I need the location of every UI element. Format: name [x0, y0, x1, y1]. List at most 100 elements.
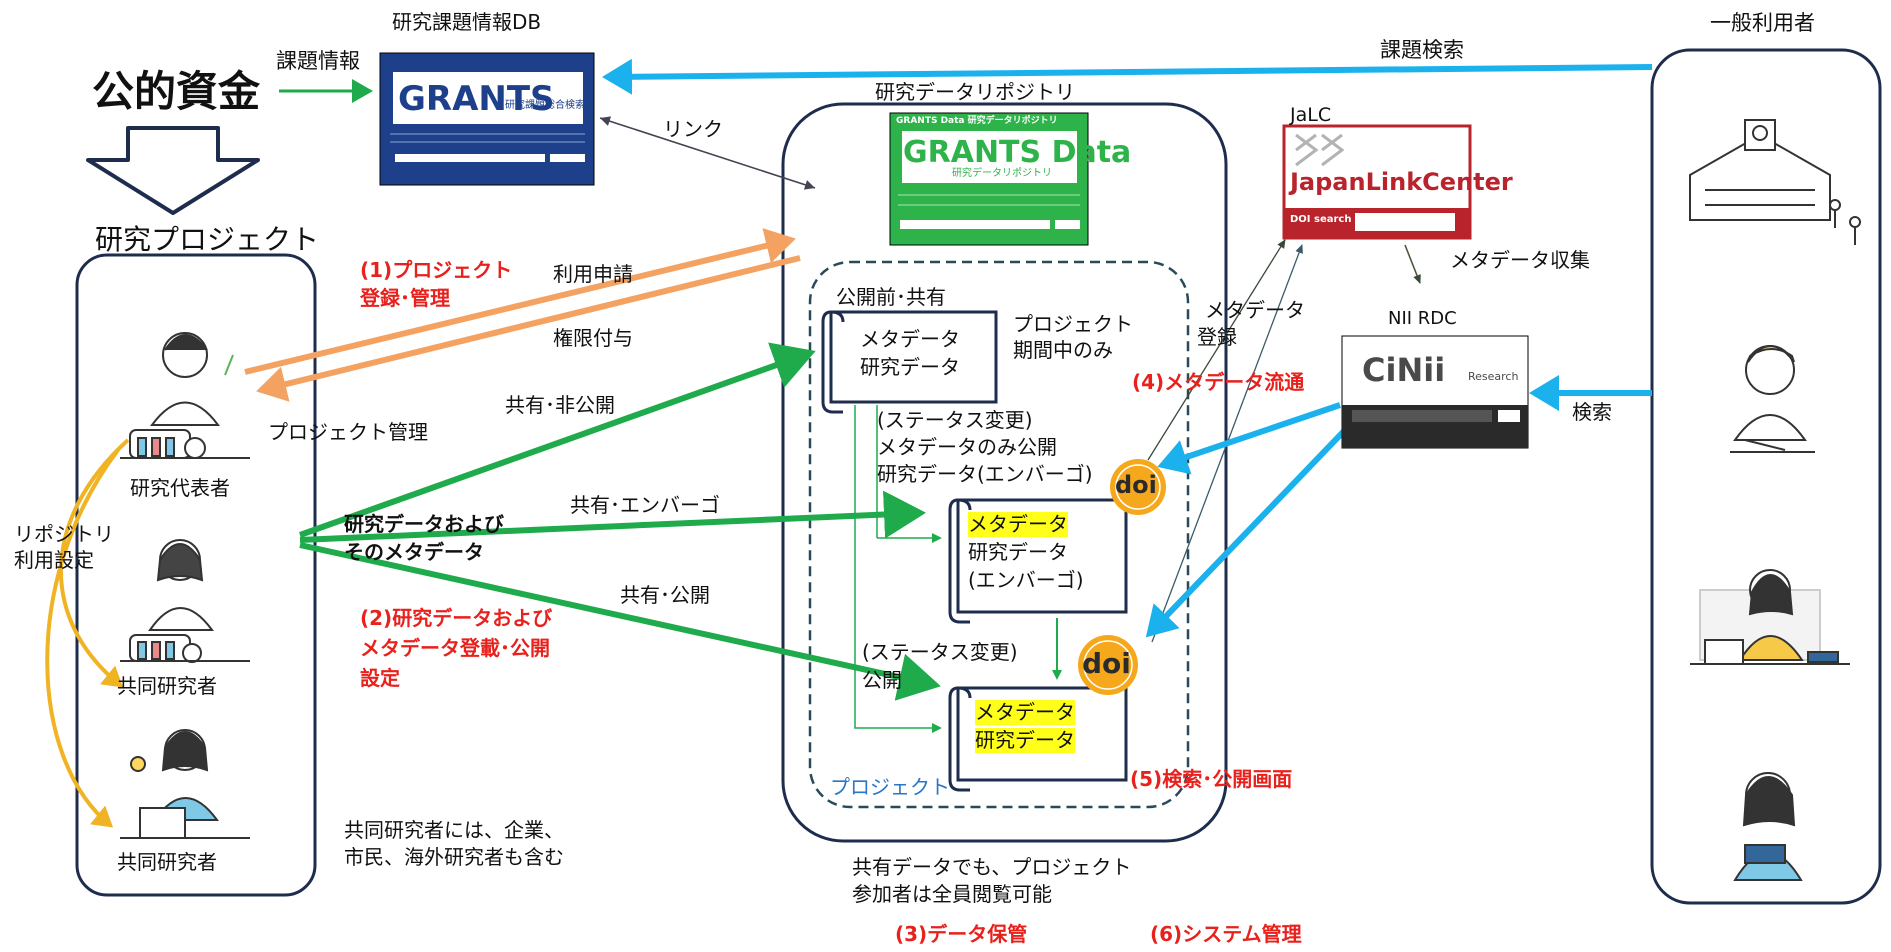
share-private-arrow [298, 342, 816, 538]
repository-frame [781, 102, 1228, 843]
repo-setting-label-2: 利用設定 [14, 548, 94, 572]
cinii-to-doi2-arrow [1145, 427, 1348, 638]
step6-label: (6)システム管理 [1150, 922, 1302, 946]
card2-research-data: 研究データ [968, 540, 1068, 564]
pi-label: 研究代表者 [130, 476, 230, 500]
data-meta-label-1: 研究データおよび [344, 512, 504, 536]
assignment-search-label: 課題検索 [1380, 38, 1464, 62]
project-dashed-frame [808, 260, 1190, 809]
card-prepublic [821, 310, 998, 414]
project-frame [75, 253, 317, 897]
step4-label: (4)メタデータ流通 [1132, 370, 1305, 394]
card3-research-data: 研究データ [975, 728, 1075, 753]
period-label-2: 期間中のみ [1013, 338, 1113, 362]
pi-illustration [120, 332, 250, 459]
apply-arrow [244, 228, 796, 375]
general-users-label: 一般利用者 [1710, 11, 1815, 35]
grants-screenshot [379, 52, 595, 186]
co-researcher-2-label: 共同研究者 [117, 850, 217, 874]
step1-label-1: (1)プロジェクト [360, 258, 513, 282]
meta-register-arrow-1 [1147, 239, 1286, 461]
meta-collect-arrow [1404, 244, 1421, 284]
link-label: リンク [663, 117, 723, 141]
internal-flow-1 [854, 405, 942, 733]
reader-illustration [1733, 772, 1803, 881]
co-researcher-note-1: 共同研究者には、企業、 [344, 818, 564, 842]
status1-label-3: 研究データ(エンバーゴ) [877, 462, 1093, 486]
step2-label-2: メタデータ登載･公開 [360, 636, 550, 660]
status1-label-1: (ステータス変更) [877, 408, 1033, 432]
assignment-info-label: 課題情報 [276, 49, 360, 73]
cinii-to-doi1-arrow [1157, 402, 1341, 475]
step3-label: (3)データ保管 [895, 922, 1028, 946]
status2-label-2: 公開 [862, 668, 902, 692]
doi-icon: doi [1082, 647, 1131, 680]
step5-label: (5)検索･公開画面 [1130, 767, 1293, 791]
step2-label-1: (2)研究データおよび [360, 606, 553, 630]
repo-setting-arrow-2 [45, 448, 120, 828]
repository-title: 研究データリポジトリ [875, 80, 1075, 104]
card1-research-data: 研究データ [860, 355, 960, 379]
repository-note-2: 参加者は全員閲覧可能 [852, 882, 1052, 906]
share-public-label: 共有･公開 [620, 583, 710, 607]
general-users-frame [1650, 48, 1882, 905]
step2-label-3: 設定 [360, 666, 400, 690]
card3-metadata: メタデータ [975, 700, 1075, 725]
public-funds-label: 公的資金 [92, 67, 261, 116]
doi-badge-1 [1110, 459, 1166, 515]
school-building-illustration [1689, 119, 1861, 245]
period-label-1: プロジェクト [1013, 312, 1133, 336]
research-project-title: 研究プロジェクト [95, 223, 320, 256]
grants-logo: GRANTS [398, 79, 555, 119]
doi-badge-2 [1078, 635, 1138, 695]
card2-embargo: (エンバーゴ) [968, 568, 1084, 592]
search-label: 検索 [1572, 400, 1612, 424]
grants-data-header: GRANTS Data 研究データリポジトリ [896, 116, 1058, 126]
jalc-label: JaLC [1290, 104, 1332, 126]
apply-label: 利用申請 [553, 262, 633, 286]
status2-label-1: (ステータス変更) [862, 640, 1018, 664]
jalc-logo: JapanLinkCenter [1290, 168, 1513, 196]
share-embargo-label: 共有･エンバーゴ [570, 493, 720, 517]
co-researcher-2-illustration [120, 729, 250, 839]
cinii-logo: CiNii [1362, 351, 1446, 389]
step1-label-2: 登録･管理 [360, 286, 450, 310]
funding-down-arrow [86, 126, 260, 215]
repo-setting-label-1: リポジトリ [14, 522, 114, 546]
nii-rdc-label: NII RDC [1388, 308, 1457, 329]
jalc-doi-search: DOI search [1290, 214, 1352, 225]
grants-data-sub: 研究データリポジトリ [952, 168, 1052, 179]
grants-sub: 研究課題総合検索 [505, 100, 585, 111]
assignment-search-arrow [602, 58, 1653, 95]
meta-collect-label: メタデータ収集 [1450, 248, 1590, 272]
share-public-arrow [299, 542, 941, 701]
project-management-label: プロジェクト管理 [268, 420, 428, 444]
laptop-user-illustration [1690, 569, 1850, 665]
co-researcher-1-illustration [120, 539, 250, 663]
cinii-screenshot [1341, 335, 1529, 449]
grants-db-title: 研究課題情報DB [392, 10, 542, 34]
share-private-label: 共有･非公開 [505, 393, 615, 417]
grants-data-logo: GRANTS Data [903, 135, 1132, 170]
link-arrow [599, 116, 816, 190]
doi-icon: doi [1115, 471, 1157, 499]
grant-rights-arrow [256, 255, 801, 402]
meta-register-label-1: メタデータ [1205, 298, 1305, 322]
meta-register-label-2: 登録 [1197, 325, 1237, 349]
jalc-screenshot [1282, 124, 1472, 240]
student-illustration [1730, 345, 1815, 453]
card2-metadata: メタデータ [968, 512, 1068, 537]
cinii-sub: Research [1468, 370, 1519, 383]
project-inner-label: プロジェクト [830, 775, 950, 799]
pre-public-share-label: 公開前･共有 [836, 285, 946, 309]
status1-label-2: メタデータのみ公開 [877, 435, 1057, 459]
share-embargo-arrow [299, 490, 926, 543]
co-researcher-1-label: 共同研究者 [117, 674, 217, 698]
grants-data-screenshot [889, 112, 1089, 246]
grant-rights-label: 権限付与 [553, 326, 633, 350]
card1-metadata: メタデータ [860, 327, 960, 351]
data-meta-label-2: そのメタデータ [344, 540, 484, 564]
co-researcher-note-2: 市民、海外研究者も含む [344, 845, 564, 869]
